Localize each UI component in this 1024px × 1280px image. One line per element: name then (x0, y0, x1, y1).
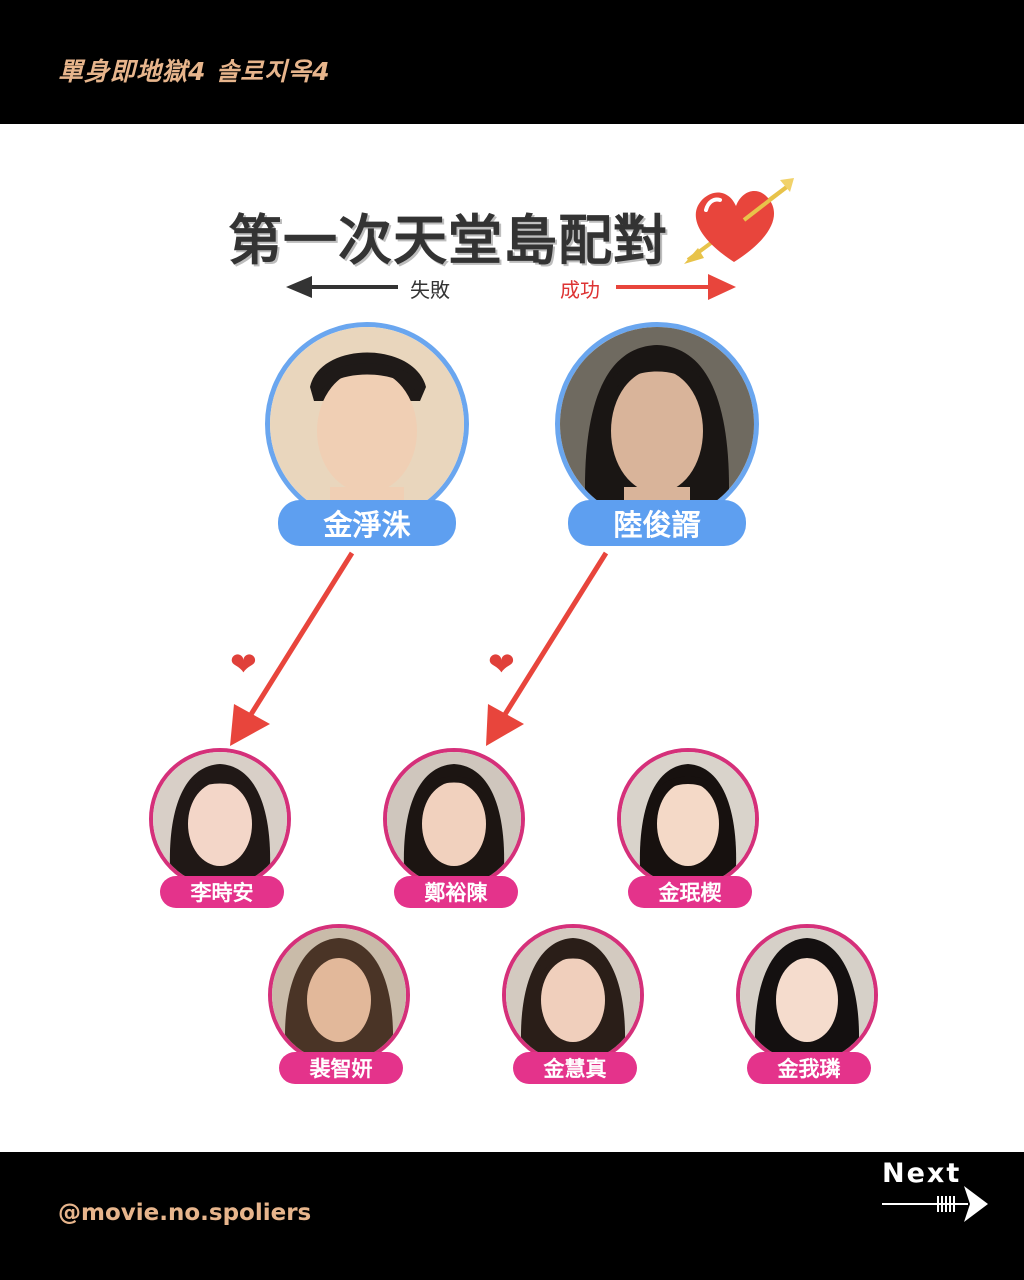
series-title: 單身即地獄4 솔로지옥4 (58, 57, 331, 86)
top-bar: 單身即地獄4 솔로지옥4 (0, 0, 1024, 124)
avatar-woman-2 (383, 748, 525, 890)
woman-name-6: 金我璘 (747, 1052, 871, 1084)
avatar-man-1 (265, 322, 469, 526)
match-arrow-2 (486, 551, 609, 746)
heart-icon: ❤ (230, 645, 257, 683)
legend-success-label: 成功 (560, 278, 600, 302)
heart-icon: ❤ (488, 645, 515, 683)
bottom-bar (0, 1152, 1024, 1280)
match-arrow-1 (230, 551, 355, 746)
man-name-2: 陸俊諝 (568, 500, 746, 546)
avatar-woman-3 (617, 748, 759, 890)
woman-name-3: 金珉楔 (628, 876, 752, 908)
man-name-1: 金淨洙 (278, 500, 456, 546)
account-handle: @movie.no.spoliers (58, 1200, 312, 1226)
legend-fail-label: 失敗 (410, 278, 450, 302)
avatar-woman-5 (502, 924, 644, 1066)
arrow-right-icon (882, 1186, 988, 1222)
woman-name-1: 李時安 (160, 876, 284, 908)
legend-success-arrow (616, 274, 736, 300)
next-button[interactable]: Next (880, 1158, 992, 1228)
heart-arrow-icon (684, 176, 796, 276)
avatar-man-2 (555, 322, 759, 526)
woman-name-5: 金慧真 (513, 1052, 637, 1084)
woman-name-4: 裴智妍 (279, 1052, 403, 1084)
avatar-woman-4 (268, 924, 410, 1066)
avatar-woman-6 (736, 924, 878, 1066)
woman-name-2: 鄭裕陳 (394, 876, 518, 908)
next-label: Next (882, 1158, 962, 1189)
page-title: 第一次天堂島配對 (228, 209, 668, 272)
avatar-woman-1 (149, 748, 291, 890)
legend-fail-arrow (286, 276, 398, 298)
